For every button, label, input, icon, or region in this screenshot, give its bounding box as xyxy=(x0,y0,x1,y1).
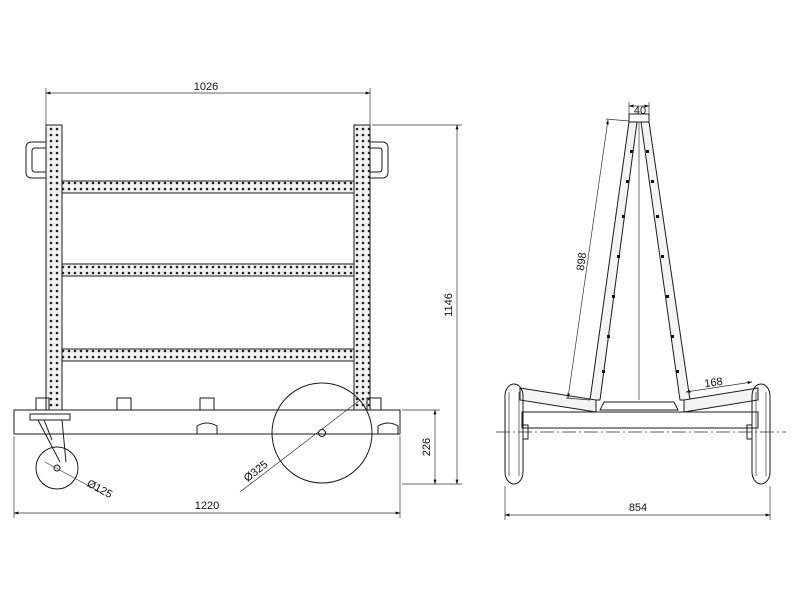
dim-1220-label: 1220 xyxy=(195,500,219,512)
right-upright xyxy=(353,124,371,411)
dim-small-wheel-label: Ø125 xyxy=(85,478,114,501)
side-view xyxy=(496,102,786,520)
a-frame-right-leg xyxy=(640,121,691,401)
base-tab xyxy=(199,397,215,411)
dim-226-label: 226 xyxy=(421,438,433,456)
pocket xyxy=(196,422,218,434)
crossbar-1 xyxy=(61,180,355,194)
crossbar-3 xyxy=(61,348,355,362)
dim-1146-label: 1146 xyxy=(443,293,455,317)
left-foot xyxy=(519,387,597,413)
dim-1026-label: 1026 xyxy=(194,81,218,93)
front-view xyxy=(13,88,462,518)
left-handle xyxy=(25,141,46,179)
base-beam xyxy=(521,411,759,429)
base-tab xyxy=(116,397,132,411)
a-frame-left-leg xyxy=(589,121,638,401)
dim-898-label: 898 xyxy=(575,252,589,272)
right-wheel xyxy=(746,383,771,485)
right-handle xyxy=(370,141,389,179)
dim-40-label: 40 xyxy=(634,105,646,117)
base-frame xyxy=(13,409,401,435)
pocket xyxy=(377,422,399,434)
dim-168-label: 168 xyxy=(704,376,724,390)
left-upright xyxy=(45,124,63,411)
crossbar-2 xyxy=(61,263,355,277)
right-foot xyxy=(683,387,759,413)
castor-wheel xyxy=(29,413,79,490)
dim-854-label: 854 xyxy=(629,502,647,514)
left-wheel xyxy=(504,383,529,485)
